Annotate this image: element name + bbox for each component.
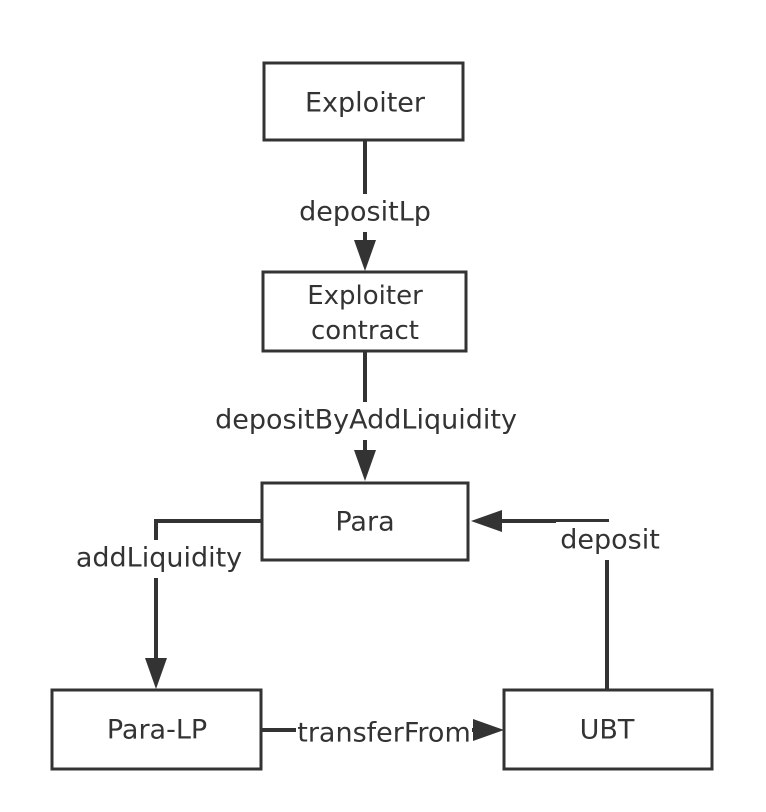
edge-add-liquidity: addLiquidity [74, 519, 262, 689]
node-label-para: Para [335, 507, 394, 538]
node-label-para-lp: Para-LP [107, 715, 207, 746]
edge-label-deposit: deposit [560, 525, 660, 556]
node-para-lp: Para-LP [50, 688, 263, 771]
edge-deposit: deposit [471, 510, 664, 690]
node-exploiter-contract: Exploiter contract [261, 270, 468, 353]
arrow-head [473, 719, 504, 741]
node-exploiter: Exploiter [262, 61, 465, 142]
edge-deposit-by-add-liquidity: depositByAddLiquidity [211, 352, 521, 481]
node-label-exploiter-contract-line1: Exploiter [307, 281, 423, 311]
edge-transfer-from: transferFrom [262, 714, 504, 752]
arrow-head [354, 240, 376, 271]
node-label-exploiter: Exploiter [305, 88, 426, 119]
node-para: Para [260, 481, 470, 562]
arrow-head [145, 658, 167, 689]
edge-label-deposit-by-add-liquidity: depositByAddLiquidity [215, 405, 517, 436]
arrow-head [471, 510, 502, 532]
edge-deposit-lp: depositLp [296, 140, 434, 271]
node-ubt: UBT [502, 688, 714, 771]
node-label-ubt: UBT [580, 715, 635, 746]
edge-label-deposit-lp: depositLp [299, 197, 431, 228]
node-label-exploiter-contract-line2: contract [311, 316, 419, 346]
arrow-head [354, 450, 376, 481]
edge-label-transfer-from: transferFrom [297, 718, 471, 749]
edge-label-add-liquidity: addLiquidity [76, 543, 242, 574]
